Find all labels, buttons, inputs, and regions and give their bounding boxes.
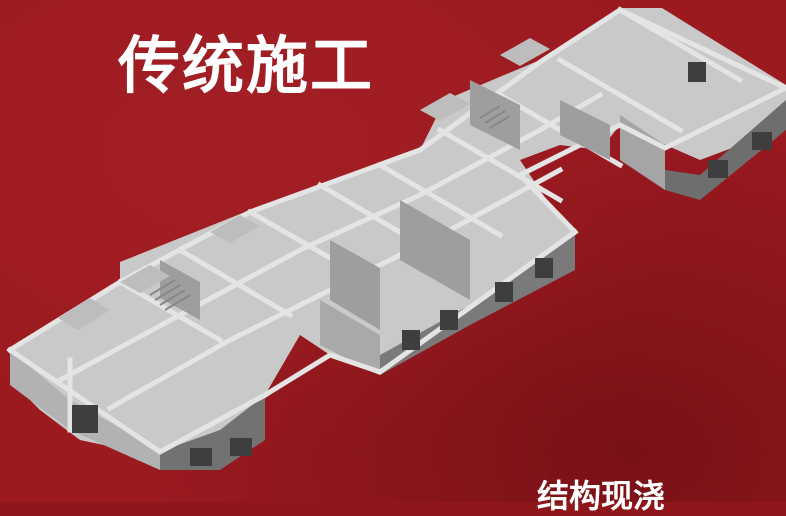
exterior-wall-mid-face: [320, 300, 380, 375]
slide-title: 传统施工: [118, 29, 375, 102]
exterior-wall-right-east: [665, 100, 786, 200]
window-openings: [72, 62, 772, 466]
slide-caption: 结构现浇: [537, 477, 666, 515]
stair-top: [479, 105, 511, 129]
exterior-wall-notch-face: [620, 115, 665, 190]
interior-wall-shadows: [160, 80, 610, 330]
building-model-illustration: [6, 6, 786, 470]
stair-left: [149, 279, 191, 311]
balcony-ledges: [58, 38, 550, 330]
